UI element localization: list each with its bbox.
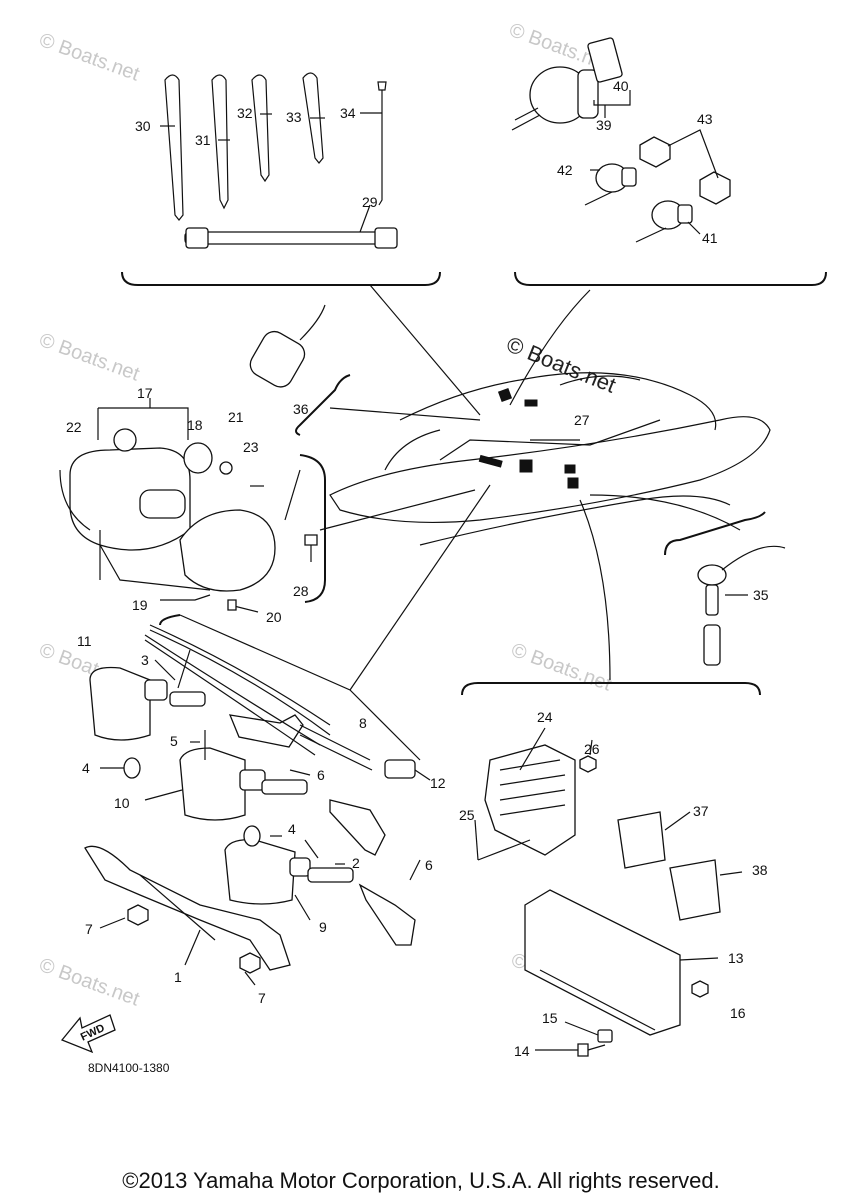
part-label: 9 — [319, 919, 327, 935]
part-label: 28 — [293, 583, 309, 599]
part-label: 18 — [187, 417, 203, 433]
part-label: 2 — [352, 855, 360, 871]
part-label: 12 — [430, 775, 446, 791]
diagram-reference: 8DN4100-1380 — [88, 1061, 170, 1075]
part-label: 5 — [170, 733, 178, 749]
part-label: 6 — [317, 767, 325, 783]
cable-tie-group — [121, 72, 441, 286]
part-label: 32 — [237, 105, 253, 121]
part-label: 3 — [141, 652, 149, 668]
part-label: 17 — [137, 385, 153, 401]
watermark: © Boats.net — [508, 639, 614, 696]
part-label: 7 — [85, 921, 93, 937]
part-label: 40 — [613, 78, 629, 94]
part-label: 35 — [753, 587, 769, 603]
part-label: 33 — [286, 109, 302, 125]
part-label: 21 — [228, 409, 244, 425]
part-label: 6 — [425, 857, 433, 873]
snowmobile-outline — [319, 284, 771, 691]
part-label: 14 — [514, 1043, 530, 1059]
part-label: 36 — [293, 401, 309, 417]
watermark: © Boats.net — [36, 29, 142, 86]
part-label: 4 — [82, 760, 90, 776]
part-label: 26 — [584, 741, 600, 757]
part-labels: 1 2 3 4 4 5 6 6 7 7 8 9 10 11 12 13 14 1… — [66, 78, 769, 1075]
fwd-arrow: FWD — [60, 1014, 116, 1054]
stator-group — [59, 398, 326, 613]
part-label: 20 — [266, 609, 282, 625]
part-label: 39 — [596, 117, 612, 133]
part-label: 29 — [362, 194, 378, 210]
ignition-coil-group — [84, 614, 431, 986]
part-35-group — [664, 511, 786, 666]
part-label: 41 — [702, 230, 718, 246]
part-label: 23 — [243, 439, 259, 455]
part-label: 7 — [258, 990, 266, 1006]
part-label: 37 — [693, 803, 709, 819]
part-label: 24 — [537, 709, 553, 725]
part-label: 15 — [542, 1010, 558, 1026]
watermark-center: © Boats.net — [503, 331, 619, 397]
part-label: 25 — [459, 807, 475, 823]
part-36 — [249, 304, 351, 436]
part-label: 42 — [557, 162, 573, 178]
part-label: 27 — [574, 412, 590, 428]
part-label: 19 — [132, 597, 148, 613]
part-label: 8 — [359, 715, 367, 731]
part-label: 30 — [135, 118, 151, 134]
part-label: 4 — [288, 821, 296, 837]
part-label: 22 — [66, 419, 82, 435]
part-label: 43 — [697, 111, 713, 127]
part-label: 34 — [340, 105, 356, 121]
part-label: 10 — [114, 795, 130, 811]
watermark: © Boats.net — [36, 954, 142, 1011]
main-switch-group — [511, 37, 827, 286]
cdi-group — [461, 682, 761, 1057]
part-label: 16 — [730, 1005, 746, 1021]
part-label: 1 — [174, 969, 182, 985]
part-label: 13 — [728, 950, 744, 966]
part-label: 11 — [77, 633, 92, 649]
copyright-notice: ©2013 Yamaha Motor Corporation, U.S.A. A… — [122, 1168, 720, 1193]
part-label: 38 — [752, 862, 768, 878]
watermark: © Boats.net — [36, 329, 142, 386]
part-label: 31 — [195, 132, 211, 148]
